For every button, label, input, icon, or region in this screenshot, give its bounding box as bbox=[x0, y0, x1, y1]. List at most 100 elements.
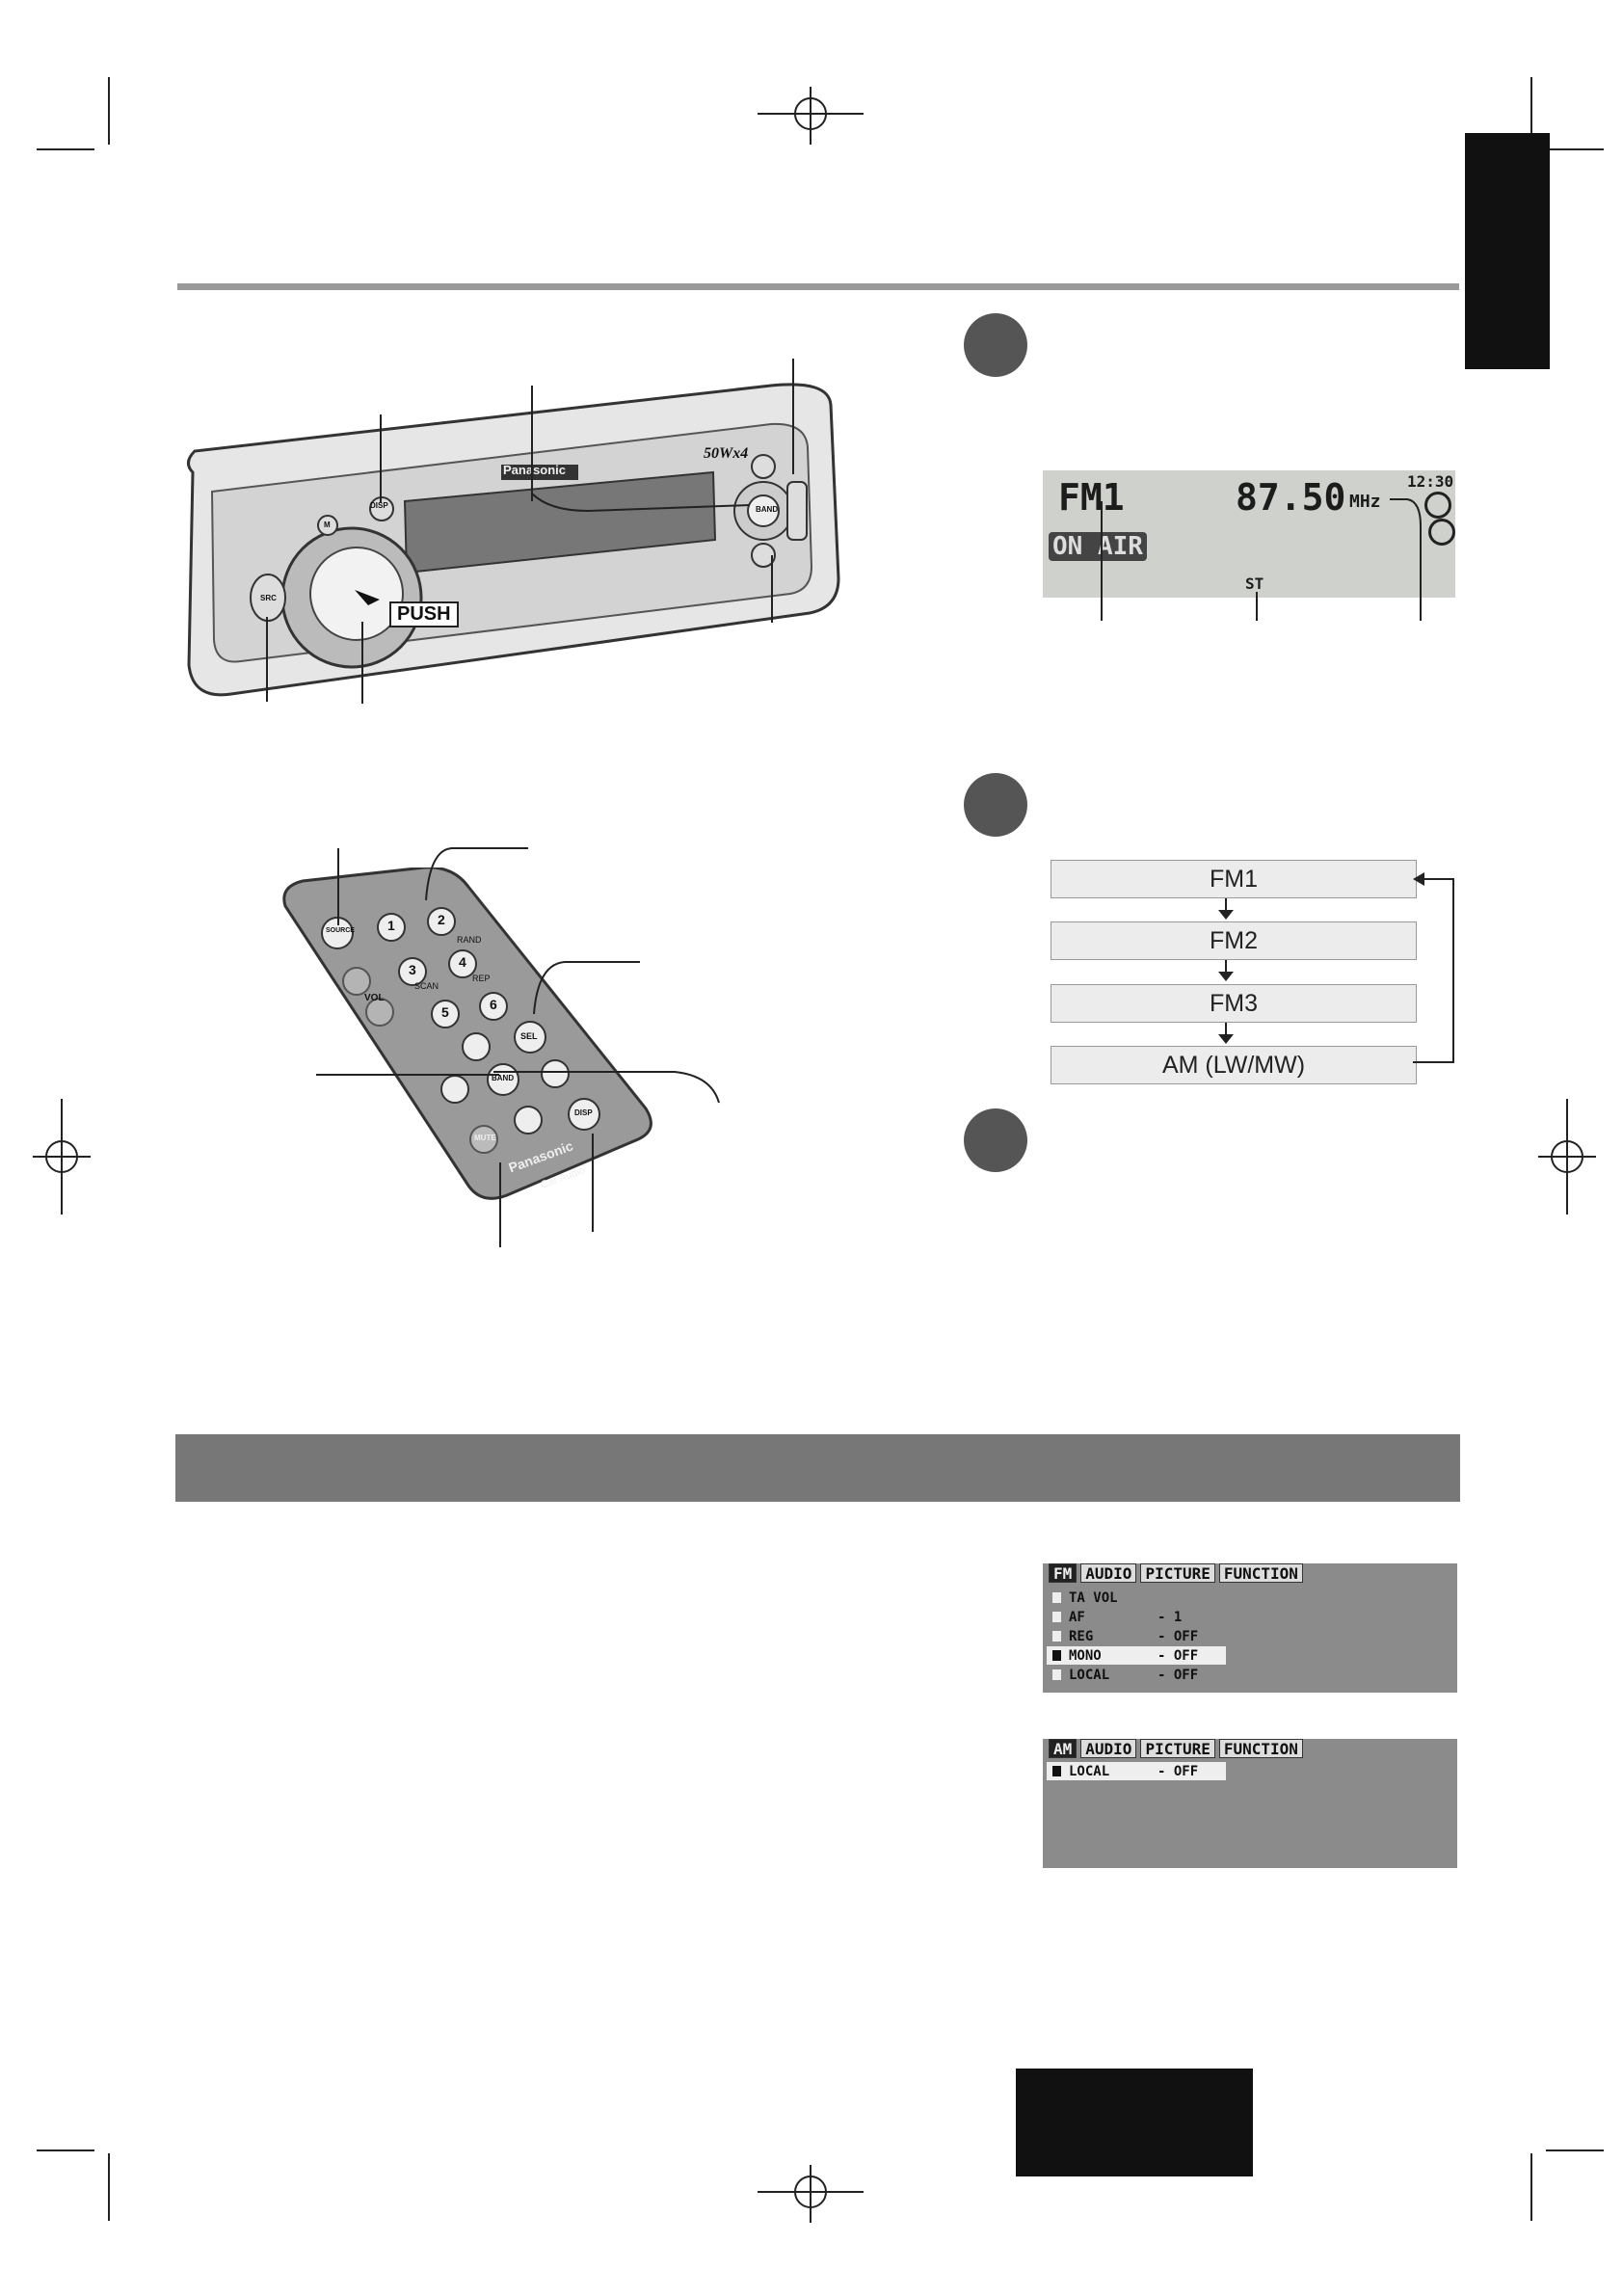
menu-row-af[interactable]: AF - 1 bbox=[1052, 1608, 1182, 1626]
lcd-on-air: ON AIR bbox=[1049, 532, 1147, 561]
remote-sel-button[interactable]: SEL bbox=[520, 1031, 538, 1041]
flow-arrow-head bbox=[1218, 910, 1234, 920]
leader-line bbox=[316, 1074, 499, 1076]
row-value: - 1 bbox=[1157, 1609, 1183, 1625]
leader-line bbox=[361, 622, 363, 704]
tab-audio[interactable]: AUDIO bbox=[1080, 1739, 1137, 1758]
band-cycle-item: FM1 bbox=[1051, 860, 1417, 898]
remote-button-4[interactable]: 4 bbox=[459, 954, 466, 970]
row-marker bbox=[1052, 1612, 1061, 1622]
flow-arrow-head bbox=[1218, 972, 1234, 981]
tab-picture[interactable]: PICTURE bbox=[1140, 1563, 1215, 1583]
disc-icon bbox=[1424, 492, 1451, 519]
leader-curve bbox=[531, 493, 751, 513]
band-cycle-item: FM3 bbox=[1051, 984, 1417, 1023]
leader-curve bbox=[1390, 498, 1422, 621]
step-circle-1 bbox=[964, 313, 1027, 377]
row-name: AF bbox=[1069, 1609, 1085, 1625]
lcd-frequency: 87.50 bbox=[1236, 476, 1346, 519]
lcd-unit: MHz bbox=[1349, 492, 1381, 512]
tab-fm[interactable]: FM bbox=[1049, 1563, 1078, 1583]
disc-icon bbox=[1428, 519, 1455, 546]
menu-row-local[interactable]: LOCAL- OFF bbox=[1047, 1762, 1226, 1780]
src-button[interactable]: SRC bbox=[260, 594, 277, 602]
remote-button-1[interactable]: 1 bbox=[387, 918, 395, 933]
crop-mark bbox=[37, 148, 94, 150]
flow-arrow-head bbox=[1218, 1034, 1234, 1044]
menu-row-reg[interactable]: REG- OFF bbox=[1052, 1627, 1198, 1645]
head-unit-brand: Panasonic bbox=[503, 463, 567, 477]
crop-mark bbox=[1530, 2153, 1532, 2221]
remote-rep-label: REP bbox=[472, 974, 491, 983]
menu-row-mono[interactable]: MONO - OFF bbox=[1047, 1646, 1226, 1665]
flow-loop-arrow bbox=[1413, 872, 1454, 1063]
step-circle-2 bbox=[964, 773, 1027, 837]
row-marker bbox=[1052, 1631, 1061, 1642]
row-name: LOCAL bbox=[1069, 1667, 1110, 1683]
crop-mark bbox=[1546, 2149, 1604, 2151]
leader-curve bbox=[493, 1071, 720, 1104]
flow-arrow bbox=[1225, 1023, 1227, 1036]
registration-mark-bottom bbox=[758, 2165, 864, 2223]
tab-function[interactable]: FUNCTION bbox=[1218, 1739, 1303, 1758]
tab-function[interactable]: FUNCTION bbox=[1218, 1563, 1303, 1583]
remote-rand-label: RAND bbox=[457, 935, 482, 945]
step-circle-3 bbox=[964, 1108, 1027, 1172]
lcd-band: FM1 bbox=[1058, 476, 1125, 519]
language-side-tab bbox=[1465, 133, 1550, 369]
row-name: TA VOL bbox=[1069, 1589, 1118, 1606]
band-cycle-item: FM2 bbox=[1051, 921, 1417, 960]
section-header-bar bbox=[175, 1434, 1460, 1502]
flow-arrow bbox=[1225, 898, 1227, 912]
crop-mark bbox=[1530, 77, 1532, 145]
crop-mark bbox=[108, 77, 110, 145]
menu-row-local[interactable]: LOCAL - OFF bbox=[1052, 1666, 1198, 1684]
remote-button-2[interactable]: 2 bbox=[438, 912, 445, 927]
leader-line bbox=[771, 555, 773, 623]
remote-button-3[interactable]: 3 bbox=[409, 962, 416, 977]
row-name: MONO bbox=[1069, 1647, 1102, 1664]
tab-am[interactable]: AM bbox=[1049, 1739, 1078, 1758]
remote-vol-label: VOL bbox=[364, 993, 385, 1003]
row-marker bbox=[1052, 1650, 1061, 1661]
row-value: - OFF bbox=[1157, 1667, 1199, 1683]
leader-line bbox=[1101, 501, 1103, 621]
disp-button[interactable]: DISP bbox=[370, 501, 388, 510]
band-button[interactable]: BAND bbox=[756, 505, 779, 514]
head-unit-model-badge: 50Wx4 bbox=[704, 445, 749, 462]
leader-line bbox=[499, 1162, 501, 1247]
lcd-stereo: ST bbox=[1245, 574, 1264, 593]
row-value: - OFF bbox=[1157, 1647, 1199, 1664]
flow-arrow bbox=[1225, 960, 1227, 974]
remote-band-button[interactable]: BAND bbox=[492, 1074, 515, 1082]
tab-audio[interactable]: AUDIO bbox=[1080, 1563, 1137, 1583]
row-marker bbox=[1052, 1592, 1061, 1603]
mute-button[interactable]: M bbox=[324, 521, 331, 529]
tab-picture[interactable]: PICTURE bbox=[1140, 1739, 1215, 1758]
lcd-display: FM1 87.50 MHz 12:30 ON AIR ST bbox=[1043, 470, 1455, 598]
remote-mute-button[interactable]: MUTE bbox=[474, 1134, 496, 1142]
leader-curve bbox=[533, 961, 640, 1015]
registration-mark-left bbox=[33, 1099, 91, 1215]
leader-line bbox=[380, 414, 382, 503]
page-number-box bbox=[1016, 2069, 1253, 2176]
band-cycle-item: AM (LW/MW) bbox=[1051, 1046, 1417, 1084]
remote-disp-button[interactable]: DISP bbox=[574, 1108, 593, 1117]
remote-source-button[interactable]: SOURCE bbox=[326, 927, 355, 934]
remote-button-6[interactable]: 6 bbox=[490, 997, 497, 1012]
leader-line bbox=[337, 848, 339, 925]
crop-mark bbox=[37, 2149, 94, 2151]
am-menu-screen: AM AUDIO PICTURE FUNCTION LOCAL- OFF bbox=[1043, 1739, 1457, 1868]
leader-curve bbox=[425, 847, 528, 901]
menu-row-ta-vol[interactable]: TA VOL bbox=[1052, 1589, 1157, 1607]
header-rule bbox=[177, 283, 1459, 290]
remote-scan-label: SCAN bbox=[414, 981, 439, 991]
row-marker bbox=[1052, 1766, 1061, 1776]
row-name: REG bbox=[1069, 1628, 1094, 1644]
leader-line bbox=[592, 1134, 594, 1232]
remote-button-5[interactable]: 5 bbox=[441, 1004, 449, 1020]
lcd-clock: 12:30 bbox=[1407, 472, 1454, 491]
registration-mark-top bbox=[758, 87, 864, 145]
crop-mark bbox=[108, 2153, 110, 2221]
remote-illustration bbox=[282, 868, 652, 1200]
